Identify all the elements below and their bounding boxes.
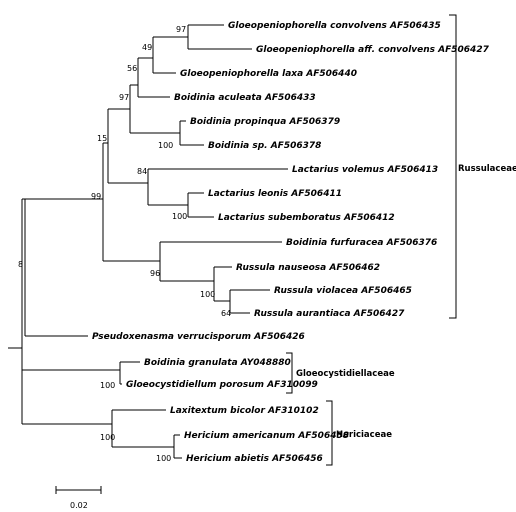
support-value: 100 xyxy=(172,212,187,221)
clade-label: Gloeocystidiellaceae xyxy=(296,369,395,379)
taxon-label: Russula violacea AF506465 xyxy=(274,286,412,296)
taxon-label: Boidinia granulata AY048880 xyxy=(144,358,291,368)
taxon-label: Gloeopeniophorella laxa AF506440 xyxy=(180,69,357,79)
support-value: 49 xyxy=(142,43,152,52)
clade-label: Hericiaceae xyxy=(336,430,392,440)
taxon-label: Gloeopeniophorella aff. convolvens AF506… xyxy=(256,45,490,55)
taxon-label: Russula aurantiaca AF506427 xyxy=(254,309,405,319)
support-value: 100 xyxy=(156,454,171,463)
taxon-label: Boidinia aculeata AF506433 xyxy=(174,93,316,103)
support-value: 100 xyxy=(100,381,115,390)
taxon-label: Hericium americanum AF506458 xyxy=(184,431,349,441)
clade-label: Russulaceae xyxy=(458,164,516,174)
taxon-label: Gloeopeniophorella convolvens AF506435 xyxy=(228,21,441,31)
taxon-label: Boidinia propinqua AF506379 xyxy=(190,117,340,127)
support-value: 97 xyxy=(176,25,186,34)
clade-bracket-russulaceae xyxy=(449,14,457,319)
support-value: 100 xyxy=(200,290,215,299)
scale-bar xyxy=(55,486,102,494)
scale-bar-label: 0.02 xyxy=(70,501,88,510)
taxon-label: Pseudoxenasma verrucisporum AF506426 xyxy=(92,332,305,342)
taxon-label: Hericium abietis AF506456 xyxy=(186,454,323,464)
taxon-label: Laxitextum bicolor AF310102 xyxy=(170,406,319,416)
support-value: 8 xyxy=(18,260,23,269)
clade-bracket-gloeocystidiellaceae xyxy=(286,352,293,394)
support-value: 100 xyxy=(100,433,115,442)
support-value: 97 xyxy=(119,93,129,102)
support-value: 99 xyxy=(91,192,101,201)
taxon-label: Boidinia sp. AF506378 xyxy=(208,141,321,151)
taxon-label: Lactarius volemus AF506413 xyxy=(292,165,438,175)
taxon-label: Gloeocystidiellum porosum AF310099 xyxy=(126,380,318,390)
taxon-label: Russula nauseosa AF506462 xyxy=(236,263,380,273)
support-value: 56 xyxy=(127,64,137,73)
clade-bracket-hericiaceae xyxy=(326,400,333,466)
support-value: 64 xyxy=(221,309,231,318)
taxon-label: Boidinia furfuracea AF506376 xyxy=(286,238,437,248)
taxon-label: Lactarius leonis AF506411 xyxy=(208,189,342,199)
support-value: 96 xyxy=(150,269,160,278)
taxon-label: Lactarius subemboratus AF506412 xyxy=(218,213,395,223)
support-value: 84 xyxy=(137,167,147,176)
support-value: 100 xyxy=(158,141,173,150)
support-value: 15 xyxy=(97,134,107,143)
